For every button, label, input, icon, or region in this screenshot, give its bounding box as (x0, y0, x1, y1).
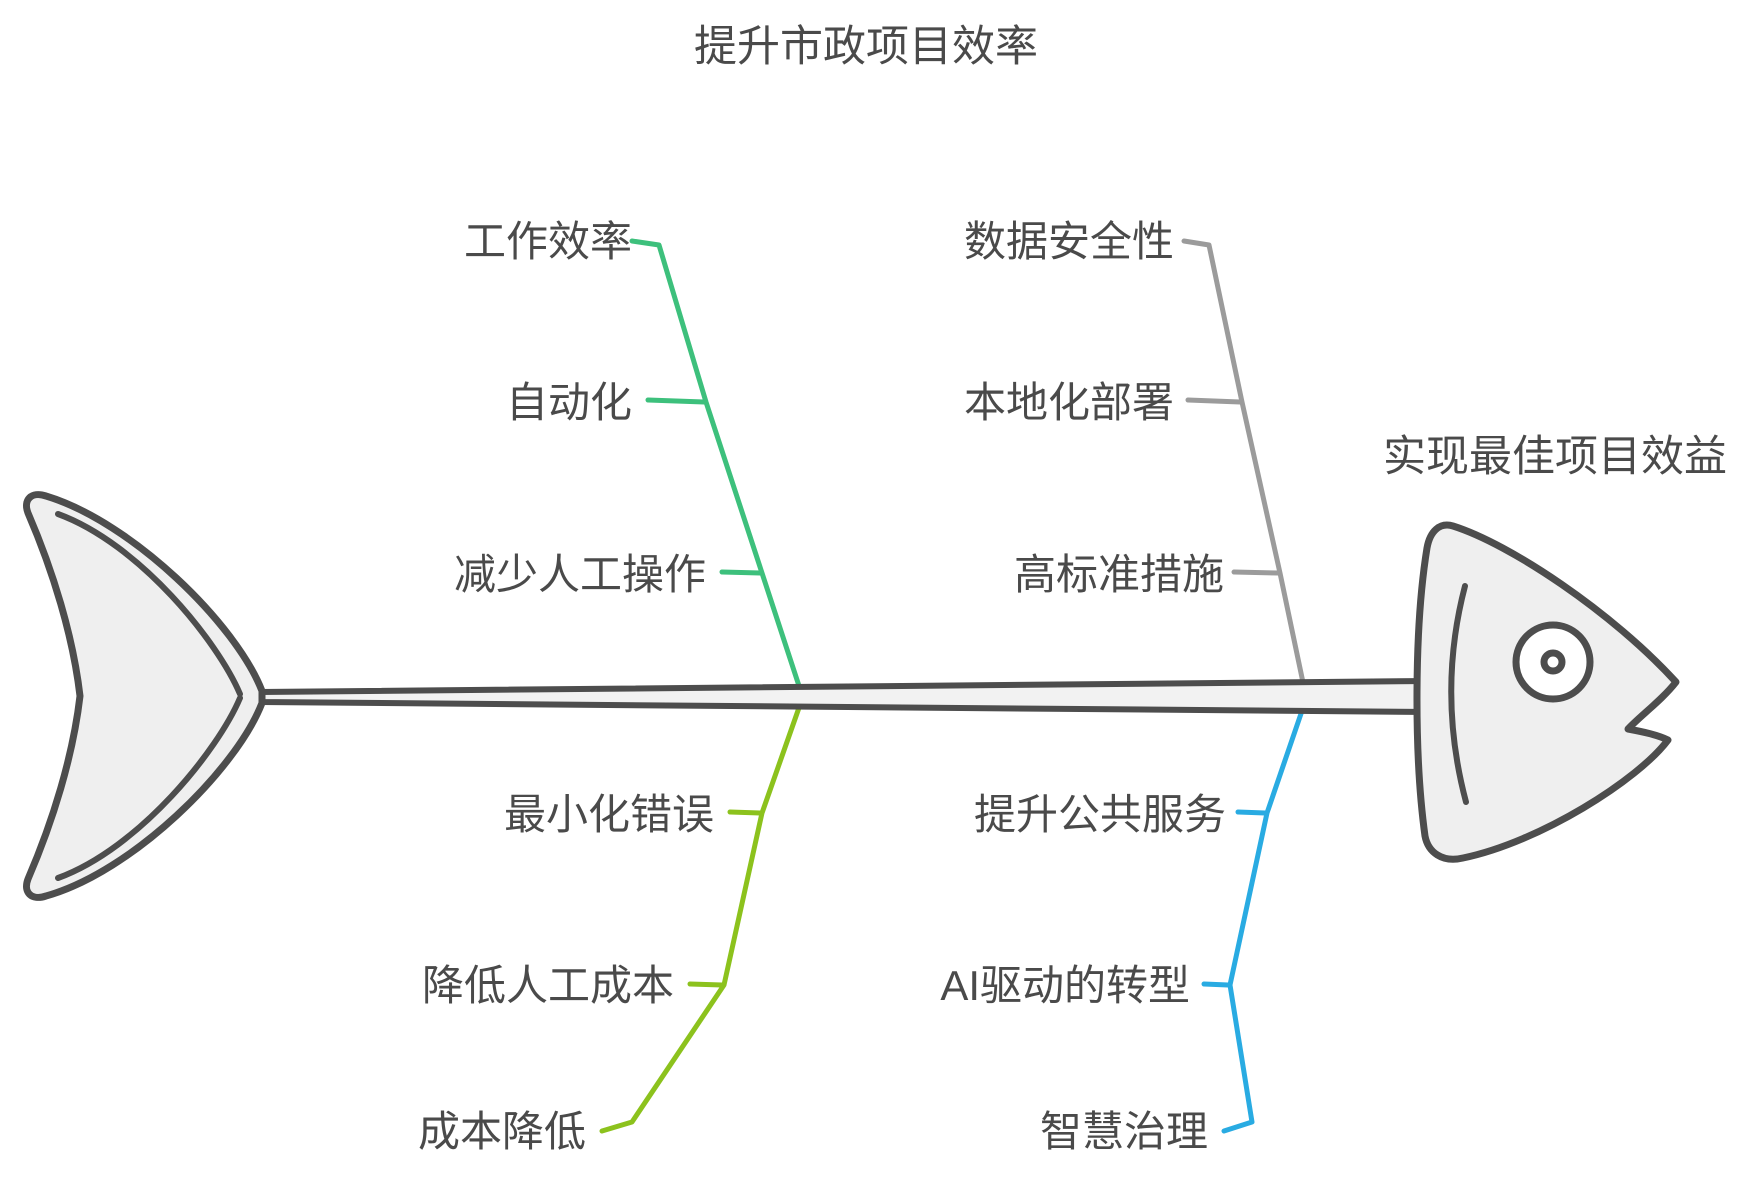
fish-head (1413, 521, 1680, 863)
branch-top-right (1181, 238, 1308, 695)
branch-bottom-left-line (599, 699, 804, 1134)
branch-top-right-line (1181, 238, 1308, 695)
branch-bottom-right-tick-2 (1201, 981, 1231, 988)
fish-spine (257, 678, 1433, 715)
cause-label-lower-labor-cost: 降低人工成本 (422, 962, 674, 1009)
fish-tail (23, 491, 266, 901)
branch-top-left (629, 238, 804, 695)
fish-eye-icon (1512, 621, 1594, 703)
fish-eye-pupil (1540, 649, 1566, 675)
branch-top-right-tick-3 (1231, 569, 1281, 576)
branch-bottom-left-tick-2 (687, 981, 725, 988)
fish-tail-shape (23, 491, 266, 901)
cause-label-localized-deployment: 本地化部署 (964, 379, 1174, 426)
fish-tail-inner-line-bottom (55, 695, 243, 881)
branch-top-left-tick-3 (719, 569, 763, 576)
branch-bottom-left (599, 699, 804, 1134)
branch-bottom-left-tick-1 (727, 809, 763, 816)
branch-bottom-right (1201, 699, 1308, 1134)
cause-label-minimize-errors: 最小化错误 (504, 791, 714, 838)
effect-label: 实现最佳项目效益 (1383, 433, 1727, 481)
cause-label-ai-driven-transformation: AI驱动的转型 (940, 962, 1190, 1009)
cause-label-high-standard-measures: 高标准措施 (1014, 551, 1224, 598)
branch-top-right-tick-2 (1185, 397, 1243, 405)
cause-label-work-efficiency: 工作效率 (464, 218, 632, 265)
fish-tail-inner-line-top (55, 511, 243, 697)
branch-bottom-right-line (1221, 699, 1308, 1134)
branch-top-left-tick-2 (645, 397, 707, 405)
cause-label-data-security: 数据安全性 (964, 218, 1174, 265)
cause-label-automation: 自动化 (506, 379, 632, 426)
cause-label-cost-reduction: 成本降低 (418, 1108, 586, 1155)
cause-label-smart-governance: 智慧治理 (1040, 1108, 1208, 1155)
diagram-title: 提升市政项目效率 (694, 23, 1038, 71)
branch-bottom-right-tick-1 (1235, 809, 1268, 816)
cause-label-improve-public-services: 提升公共服务 (974, 791, 1226, 838)
branch-top-left-line (629, 238, 804, 695)
fish-gill-line (1448, 583, 1469, 805)
cause-label-reduce-manual-operation: 减少人工操作 (454, 551, 706, 598)
